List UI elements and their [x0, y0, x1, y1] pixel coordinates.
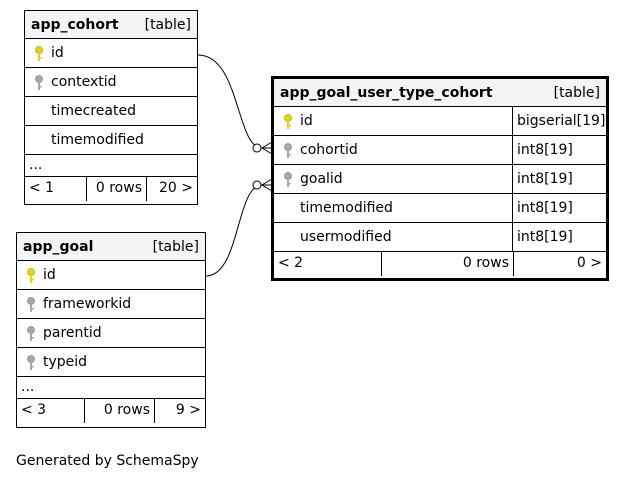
more-columns-ellipsis: ... [17, 377, 205, 399]
column-cell: parentid [17, 319, 205, 347]
column-row[interactable]: contextid [25, 68, 197, 97]
column-cell: contextid [25, 68, 197, 96]
column-name: timemodified [51, 132, 144, 148]
relation-optional-marker [252, 143, 262, 153]
column-name: goalid [300, 171, 343, 187]
foreign-key-icon [35, 75, 43, 90]
relation-cohortid-to-app-cohort-id [197, 54, 263, 149]
column-row[interactable]: usermodified int8[19] [274, 223, 606, 252]
column-cell: id [25, 39, 197, 67]
column-name: id [300, 113, 313, 129]
column-type: int8[19] [512, 194, 606, 222]
column-row[interactable]: parentid [17, 319, 205, 348]
column-row[interactable]: typeid [17, 348, 205, 377]
table-type: [table] [144, 17, 191, 33]
row-count: 0 rows [85, 399, 155, 423]
row-count: 0 rows [87, 177, 147, 201]
relation-crowfoot-marker [261, 178, 273, 192]
column-cell: id [274, 107, 512, 135]
column-row[interactable]: goalid int8[19] [274, 165, 606, 194]
column-name: typeid [43, 354, 88, 370]
children-count[interactable]: 9 > [175, 402, 201, 418]
table-header: app_cohort [table] [25, 11, 197, 39]
table-type: [table] [152, 239, 199, 255]
relation-goalid-to-app-goal-id [205, 184, 263, 277]
column-type: int8[19] [512, 165, 606, 193]
column-cell: timemodified [274, 194, 512, 222]
column-row[interactable]: id bigserial[19] [274, 107, 606, 136]
column-row[interactable]: frameworkid [17, 290, 205, 319]
column-row[interactable]: timecreated [25, 97, 197, 126]
foreign-key-icon [27, 297, 35, 312]
table-type: [table] [553, 85, 600, 101]
column-name: id [43, 267, 56, 283]
parents-count[interactable]: < 2 [274, 252, 382, 276]
children-count[interactable]: 0 > [576, 255, 602, 271]
table-app-goal[interactable]: app_goal [table] id frameworkid parentid… [16, 232, 206, 428]
column-cell: timecreated [25, 97, 197, 125]
parents-count[interactable]: < 1 [25, 177, 87, 201]
column-cell: frameworkid [17, 290, 205, 318]
column-type: bigserial[19] [512, 107, 606, 135]
relation-crowfoot-marker [261, 141, 273, 155]
column-row[interactable]: timemodified int8[19] [274, 194, 606, 223]
row-count: 0 rows [382, 252, 514, 276]
column-type: int8[19] [512, 223, 606, 251]
parents-count[interactable]: < 3 [17, 399, 85, 423]
column-row[interactable]: id [17, 261, 205, 290]
column-cell: usermodified [274, 223, 512, 251]
table-name: app_cohort [31, 17, 119, 33]
children-count[interactable]: 20 > [159, 180, 193, 196]
foreign-key-icon [284, 143, 292, 158]
column-cell: goalid [274, 165, 512, 193]
generated-by-caption: Generated by SchemaSpy [16, 453, 199, 469]
column-row[interactable]: cohortid int8[19] [274, 136, 606, 165]
column-name: parentid [43, 325, 102, 341]
table-app-cohort[interactable]: app_cohort [table] id contextid timecrea… [24, 10, 198, 205]
more-columns-ellipsis: ... [25, 155, 197, 177]
column-type: int8[19] [512, 136, 606, 164]
column-cell: typeid [17, 348, 205, 376]
column-name: usermodified [300, 229, 392, 245]
table-app-goal-user-type-cohort[interactable]: app_goal_user_type_cohort [table] id big… [271, 76, 609, 281]
primary-key-icon [35, 46, 43, 61]
column-row[interactable]: timemodified [25, 126, 197, 155]
column-name: cohortid [300, 142, 358, 158]
foreign-key-icon [284, 172, 292, 187]
column-name: timemodified [300, 200, 393, 216]
column-name: id [51, 45, 64, 61]
column-name: frameworkid [43, 296, 132, 312]
table-footer: < 1 0 rows 20 > [25, 177, 197, 201]
column-cell: cohortid [274, 136, 512, 164]
column-name: contextid [51, 74, 117, 90]
column-cell: id [17, 261, 205, 289]
relation-optional-marker [252, 180, 262, 190]
table-footer: < 3 0 rows 9 > [17, 399, 205, 423]
foreign-key-icon [27, 355, 35, 370]
foreign-key-icon [27, 326, 35, 341]
table-header: app_goal [table] [17, 233, 205, 261]
column-row[interactable]: id [25, 39, 197, 68]
column-name: timecreated [51, 103, 136, 119]
primary-key-icon [284, 114, 292, 129]
primary-key-icon [27, 268, 35, 283]
table-header: app_goal_user_type_cohort [table] [274, 79, 606, 107]
table-name: app_goal_user_type_cohort [280, 85, 493, 101]
column-cell: timemodified [25, 126, 197, 154]
table-footer: < 2 0 rows 0 > [274, 252, 606, 276]
table-name: app_goal [23, 239, 94, 255]
